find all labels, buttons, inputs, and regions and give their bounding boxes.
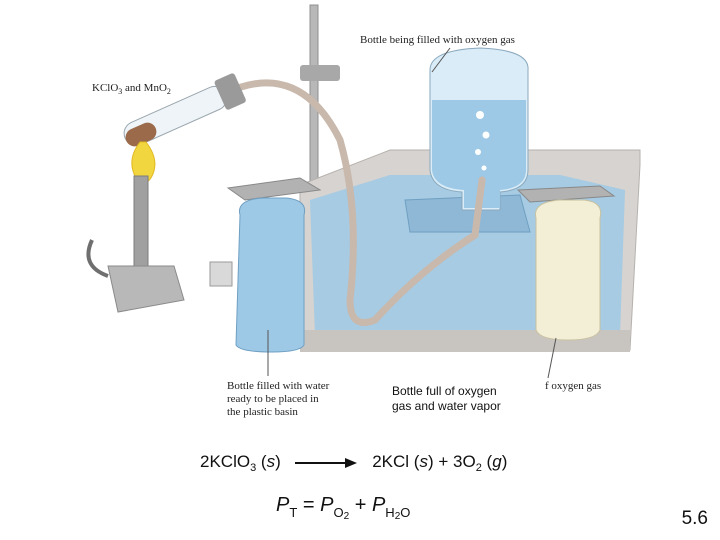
bottle-water-line-1: Bottle filled with water [227,380,330,392]
pressure-h2o-h: H [385,505,395,520]
leader-line [431,47,451,73]
leader-line [547,337,557,379]
water-bottle-left-lid [226,177,322,201]
bottle-full-label: Bottle full of oxygen gas and water vapo… [392,384,501,414]
reagents-sub-2: 2 [166,87,171,97]
pressure-symbol-h2o: P [371,494,386,516]
delivery-tube [224,79,486,326]
reagents-sub: 3 [118,87,123,97]
pressure-h2o-2: 2 [394,511,401,522]
eq-lhs-state: s [266,452,276,471]
pressure-plus: + [354,494,367,516]
pressure-o2-sub: O2 [333,505,350,522]
pressure-o2-letter: O [333,505,344,520]
reaction-arrow-icon [295,457,358,468]
pressure-total-sub: T [289,505,298,520]
eq-rhs-sub: 2 [475,462,482,474]
eq-lhs-sub: 3 [250,462,257,474]
bottle-water-label: Bottle filled with water ready to be pla… [227,380,329,419]
gas-bubble [475,149,481,155]
bottle-full-line-1: Bottle full of oxygen [392,384,497,398]
burner-base [107,265,185,313]
water-bottle-left [235,197,306,353]
bunsen-burner [133,175,149,269]
pressure-equals: = [302,494,315,516]
gas-bubble [476,111,484,119]
reagents-label: KClO3 and MnO2 [92,82,171,98]
pressure-symbol-o2: P [320,494,334,516]
oxygen-bottle-right-lid [516,185,616,203]
eq-lhs: 2KClO [200,452,251,471]
bottle-water-line-2: ready to be placed in [227,393,319,405]
pressure-h2o-sub: H2O [385,505,411,522]
ring-stand-clamp [300,65,340,81]
bottle-full-line-2: gas and water vapor [392,399,501,413]
eq-rhs-state-a: s [419,452,428,471]
eq-rhs-a: 2KCl [372,452,410,471]
slide-number: 5.6 [681,508,708,529]
oxygen-bottle-right [535,199,602,341]
pressure-h2o-o: O [400,505,411,520]
reaction-equation: 2KClO3 (s) 2KCl (s) + 3O2 (g) [200,452,508,474]
bottle-water-line-3: the plastic basin [227,406,298,418]
reagents-text-2: and MnO [122,82,167,94]
reagents-text: KClO [92,82,119,94]
gas-bubble [481,165,487,171]
small-beaker [209,261,233,287]
pressure-equation: PT = PO2 + PH2O [276,494,410,522]
bottle-filling-label: Bottle being filled with oxygen gas [360,34,515,46]
test-tube [123,73,246,147]
eq-rhs-state-b: g [492,452,502,471]
pressure-symbol: P [276,494,290,516]
eq-rhs-b: + 3O [438,452,476,471]
oxygen-gas-fragment-label: f oxygen gas [545,380,602,392]
pressure-o2-number: 2 [343,511,350,522]
gas-hose [86,239,109,278]
gas-bubble [482,131,490,139]
